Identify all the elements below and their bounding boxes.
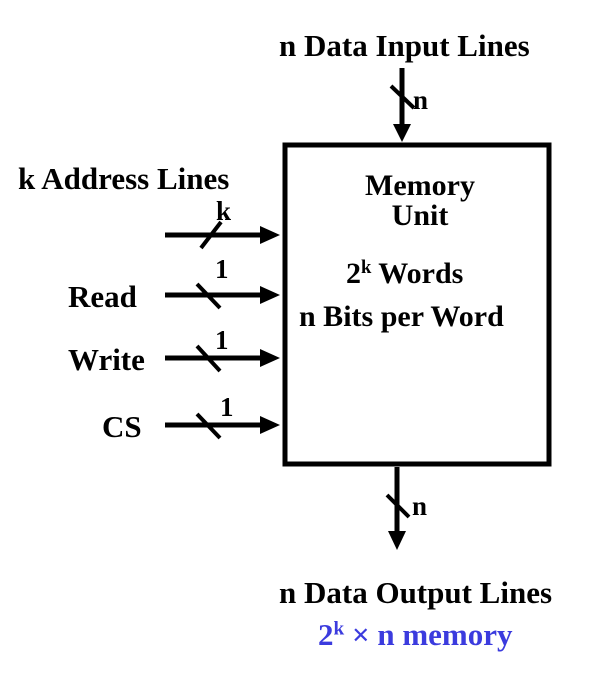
address-lines-label: k Address Lines (18, 161, 230, 196)
memory-words-label: 2k Words (346, 256, 464, 290)
address-slash (199, 220, 223, 250)
caption-base: 2 (318, 617, 334, 652)
data-input-arrowhead (393, 124, 411, 142)
read-arrowhead (260, 286, 280, 304)
data-output-slash (385, 493, 411, 519)
data-output-arrowhead (388, 531, 406, 550)
data-input-slash (389, 84, 416, 110)
data-input-width-label: n (413, 85, 429, 115)
memory-unit-title: Memory Unit (330, 171, 510, 231)
cs-label: CS (102, 409, 142, 444)
data-output-label: n Data Output Lines (279, 575, 553, 610)
address-arrowhead (260, 226, 280, 244)
write-slash (195, 344, 222, 373)
write-arrowhead (260, 349, 280, 367)
caption-exponent: k (333, 618, 345, 640)
read-width-label: 1 (215, 254, 229, 284)
words-exponent: k (361, 256, 372, 278)
cs-arrowhead (260, 416, 280, 434)
cs-width-label: 1 (220, 392, 234, 422)
words-base: 2 (346, 257, 361, 290)
memory-caption: 2k × n memory (318, 619, 513, 650)
cs-slash (195, 412, 222, 440)
address-width-label: k (216, 196, 232, 226)
data-input-label: n Data Input Lines (279, 28, 530, 63)
write-label: Write (68, 342, 145, 377)
memory-unit-box (282, 142, 552, 467)
bits-per-word-label: n Bits per Word (299, 300, 504, 333)
write-width-label: 1 (215, 325, 229, 355)
read-slash (195, 282, 222, 310)
caption-suffix: × n memory (344, 617, 513, 652)
memory-unit-title-line2: Unit (391, 199, 449, 232)
memory-unit-title-line1: Memory (365, 169, 475, 202)
data-output-width-label: n (412, 491, 428, 521)
words-suffix: Words (371, 257, 464, 290)
read-label: Read (68, 279, 137, 314)
